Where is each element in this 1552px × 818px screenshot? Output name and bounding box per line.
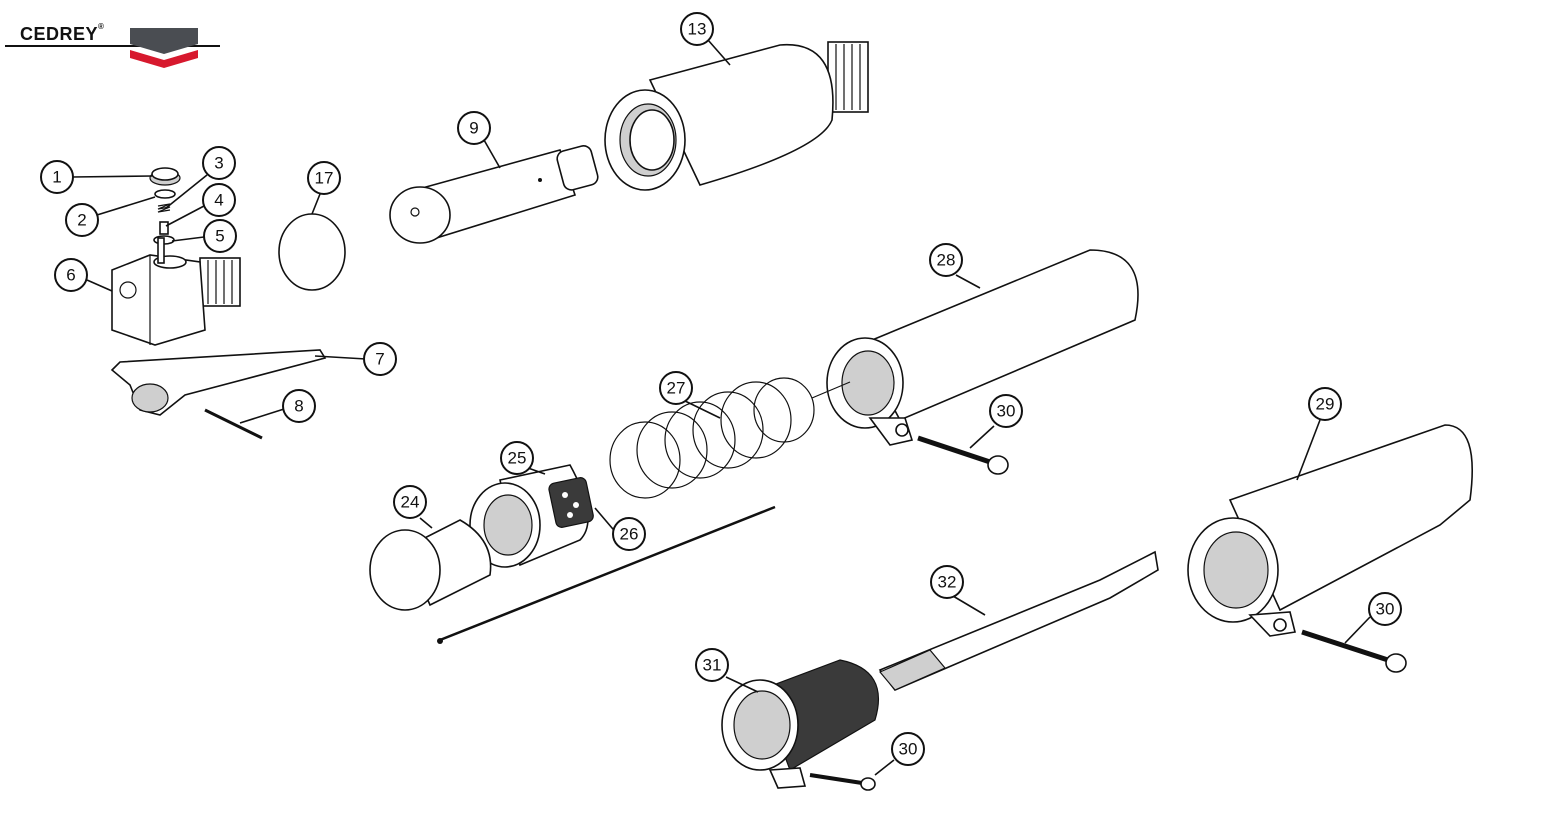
callout-17-label: 17 — [315, 169, 334, 188]
part-27-spring — [609, 377, 851, 499]
callout-9: 9 — [457, 111, 491, 145]
part-29-sleeve — [1187, 424, 1473, 637]
callout-6-label: 6 — [66, 266, 75, 285]
callout-7: 7 — [363, 342, 397, 376]
callout-8-label: 8 — [294, 397, 303, 416]
callout-25: 25 — [500, 441, 534, 475]
callout-2-label: 2 — [77, 211, 86, 230]
registered-mark: ® — [98, 22, 105, 31]
callout-30-right: 30 — [1368, 592, 1402, 626]
callout-13-label: 13 — [688, 20, 707, 39]
callout-30-top-label: 30 — [997, 402, 1016, 421]
leader-lines — [71, 39, 1371, 776]
part-9-piston — [389, 145, 599, 244]
callout-9-label: 9 — [469, 119, 478, 138]
part-17-o-ring — [278, 213, 346, 291]
brand-name: CEDREY® — [20, 22, 105, 45]
part-3-spring — [157, 203, 171, 213]
part-30-screw-top — [917, 435, 1009, 475]
callout-28: 28 — [929, 243, 963, 277]
callout-29: 29 — [1308, 387, 1342, 421]
callout-30-right-label: 30 — [1376, 600, 1395, 619]
part-7-trigger — [110, 349, 327, 416]
callout-8: 8 — [282, 389, 316, 423]
callout-30-bottom-label: 30 — [899, 740, 918, 759]
brand-logo: CEDREY® — [0, 0, 230, 80]
callout-29-label: 29 — [1316, 395, 1335, 414]
part-31-nose-piece — [721, 659, 879, 789]
callout-24-label: 24 — [401, 493, 420, 512]
callout-1: 1 — [40, 160, 74, 194]
callout-3-label: 3 — [214, 154, 223, 173]
part-24-cap — [369, 519, 492, 611]
callout-4-label: 4 — [214, 191, 223, 210]
callout-2: 2 — [65, 203, 99, 237]
callout-27: 27 — [659, 371, 693, 405]
callout-3: 3 — [202, 146, 236, 180]
callout-4: 4 — [202, 183, 236, 217]
callout-6: 6 — [54, 258, 88, 292]
callout-26: 26 — [612, 517, 646, 551]
part-6-valve-body — [111, 237, 241, 346]
part-13-cylinder — [604, 41, 869, 191]
part-26-rod — [437, 505, 776, 644]
part-30-screw-right — [1301, 629, 1407, 673]
brand-name-text: CEDREY — [20, 24, 99, 44]
callout-32: 32 — [930, 565, 964, 599]
callout-17: 17 — [307, 161, 341, 195]
callout-31-label: 31 — [703, 656, 722, 675]
callout-30-bottom: 30 — [891, 732, 925, 766]
part-30-screw-bottom — [809, 773, 876, 791]
callout-13: 13 — [680, 12, 714, 46]
callout-27-label: 27 — [667, 379, 686, 398]
callout-26-label: 26 — [620, 525, 639, 544]
callout-7-label: 7 — [375, 350, 384, 369]
callout-5-label: 5 — [215, 227, 224, 246]
callout-1-label: 1 — [52, 168, 61, 187]
part-32-chisel — [878, 550, 1159, 691]
callout-30-top: 30 — [989, 394, 1023, 428]
part-4-pin — [159, 221, 169, 235]
callout-25-label: 25 — [508, 449, 527, 468]
part-2-washer — [154, 189, 176, 199]
part-8-pin — [204, 408, 263, 440]
part-25-retainer — [469, 464, 594, 568]
brand-mark-graphic — [5, 28, 220, 68]
callout-28-label: 28 — [937, 251, 956, 270]
callout-5: 5 — [203, 219, 237, 253]
callout-24: 24 — [393, 485, 427, 519]
part-1-cap — [149, 167, 181, 186]
callout-32-label: 32 — [938, 573, 957, 592]
callout-31: 31 — [695, 648, 729, 682]
part-28-housing — [826, 249, 1139, 446]
